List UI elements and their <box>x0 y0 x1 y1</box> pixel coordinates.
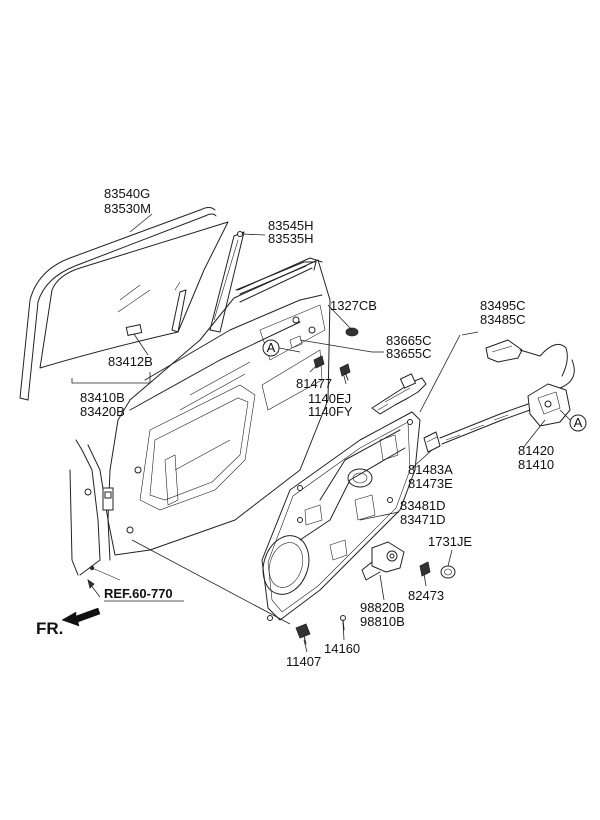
label-83420B: 83420B <box>80 404 125 419</box>
label-1327CB: 1327CB <box>330 298 377 313</box>
label-83412B: 83412B <box>108 354 153 369</box>
svg-text:FR.: FR. <box>36 619 63 638</box>
label-81477: 81477 <box>296 376 332 391</box>
small-parts <box>289 327 456 645</box>
label-83495C: 83495C <box>480 298 526 313</box>
label-81483A: 81483A <box>408 462 453 477</box>
label-83485C: 83485C <box>480 312 526 327</box>
label-81410: 81410 <box>518 457 554 472</box>
inside-handle <box>371 373 427 415</box>
svg-text:A: A <box>574 415 583 430</box>
door-glass <box>19 207 229 401</box>
leader-lines <box>71 213 546 653</box>
callout-a-left: A <box>262 339 301 357</box>
label-11407: 11407 <box>286 654 321 669</box>
outside-handle <box>485 339 568 377</box>
label-83471D: 83471D <box>400 512 446 527</box>
label-1731JE: 1731JE <box>428 534 472 549</box>
body-pillar <box>69 439 121 581</box>
window-motor <box>361 541 405 581</box>
front-arrow-icon <box>61 607 101 627</box>
reference-note: REF.60-770 <box>87 579 184 602</box>
label-83530M: 83530M <box>104 201 151 216</box>
door-body <box>107 257 331 556</box>
label-1140EJ: 1140EJ <box>308 391 351 406</box>
label-14160: 14160 <box>324 641 360 656</box>
rear-channel <box>209 231 245 333</box>
label-82473: 82473 <box>408 588 444 603</box>
label-81420: 81420 <box>518 443 554 458</box>
label-1140FY: 1140FY <box>308 404 353 419</box>
svg-text:REF.60-770: REF.60-770 <box>104 586 173 601</box>
label-83410B: 83410B <box>80 390 125 405</box>
front-direction-marker: FR. <box>36 607 101 638</box>
label-83540G: 83540G <box>104 186 150 201</box>
label-83545H: 83545H <box>268 218 314 233</box>
regulator-module-panel <box>261 411 421 621</box>
svg-text:A: A <box>267 340 276 355</box>
label-83655C: 83655C <box>386 346 432 361</box>
door-latch <box>439 359 575 445</box>
label-81473E: 81473E <box>408 476 453 491</box>
label-83665C: 83665C <box>386 333 432 348</box>
label-98810B: 98810B <box>360 614 405 629</box>
label-83481D: 83481D <box>400 498 446 513</box>
callout-a-right: A <box>559 409 587 432</box>
label-98820B: 98820B <box>360 600 405 615</box>
label-83535H: 83535H <box>268 231 314 246</box>
